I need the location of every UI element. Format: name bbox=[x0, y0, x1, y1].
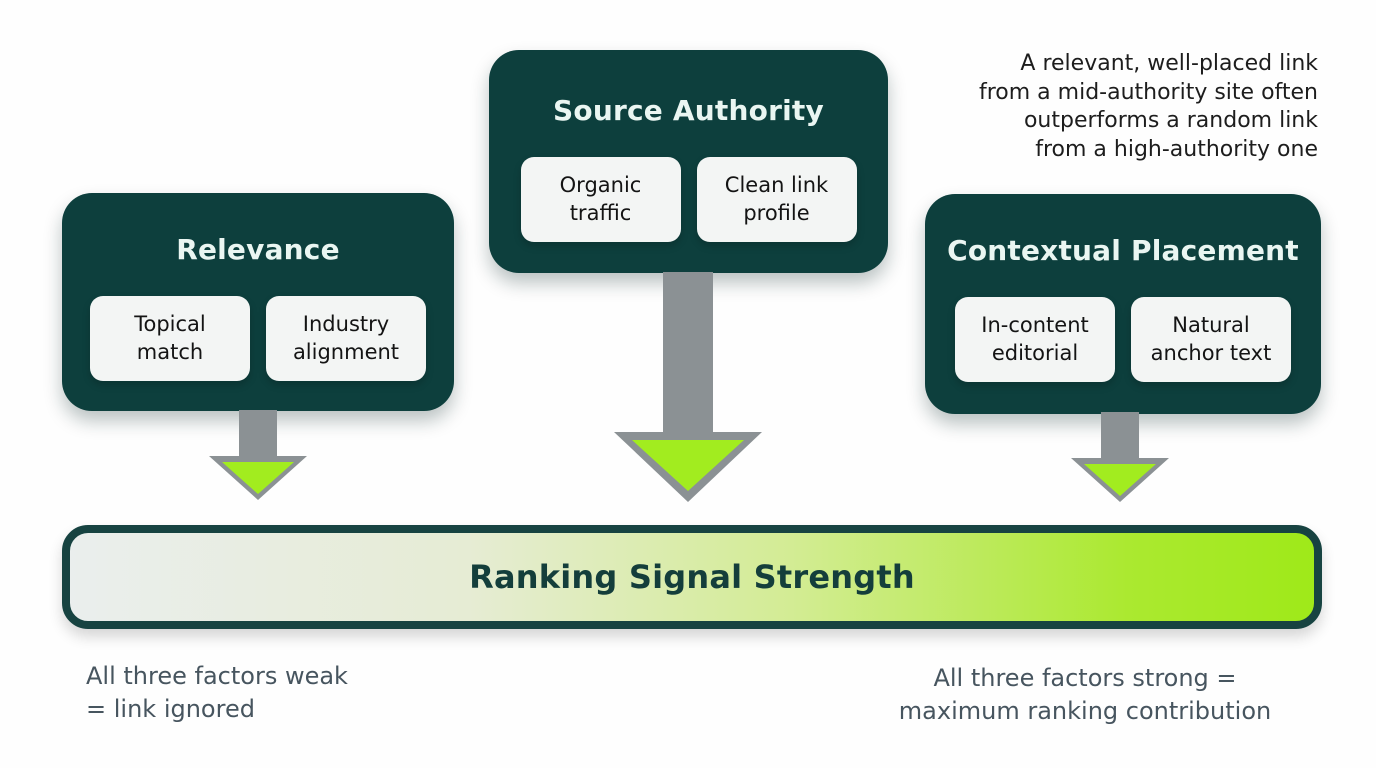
annotation-weak-end: All three factors weak = link ignored bbox=[86, 662, 348, 724]
down-arrow-icon bbox=[1071, 412, 1169, 502]
chip-clean-link-profile: Clean link profile bbox=[696, 157, 857, 242]
card-contextual-placement: Contextual Placement In-content editoria… bbox=[925, 194, 1321, 414]
card-source-authority: Source Authority Organic traffic Clean l… bbox=[489, 50, 888, 273]
card-contextual-placement-chips: In-content editorial Natural anchor text bbox=[955, 297, 1291, 382]
card-contextual-placement-title: Contextual Placement bbox=[947, 234, 1299, 267]
annotation-top-right: A relevant, well-placed link from a mid-… bbox=[978, 51, 1318, 162]
ranking-signal-strength-bar: Ranking Signal Strength bbox=[62, 525, 1322, 629]
card-source-authority-chips: Organic traffic Clean link profile bbox=[520, 157, 857, 242]
ranking-signal-strength-label: Ranking Signal Strength bbox=[469, 558, 915, 596]
card-relevance: Relevance Topical match Industry alignme… bbox=[62, 193, 454, 411]
chip-organic-traffic: Organic traffic bbox=[520, 157, 681, 242]
down-arrow-icon bbox=[614, 272, 762, 502]
card-relevance-chips: Topical match Industry alignment bbox=[90, 296, 426, 381]
chip-in-content-editorial: In-content editorial bbox=[955, 297, 1115, 382]
chip-industry-alignment: Industry alignment bbox=[266, 296, 426, 381]
down-arrow-icon bbox=[209, 410, 307, 500]
chip-natural-anchor-text: Natural anchor text bbox=[1131, 297, 1291, 382]
chip-topical-match: Topical match bbox=[90, 296, 250, 381]
annotation-strong-end: All three factors strong = maximum ranki… bbox=[898, 664, 1272, 726]
card-source-authority-title: Source Authority bbox=[553, 94, 824, 127]
card-relevance-title: Relevance bbox=[176, 233, 340, 266]
